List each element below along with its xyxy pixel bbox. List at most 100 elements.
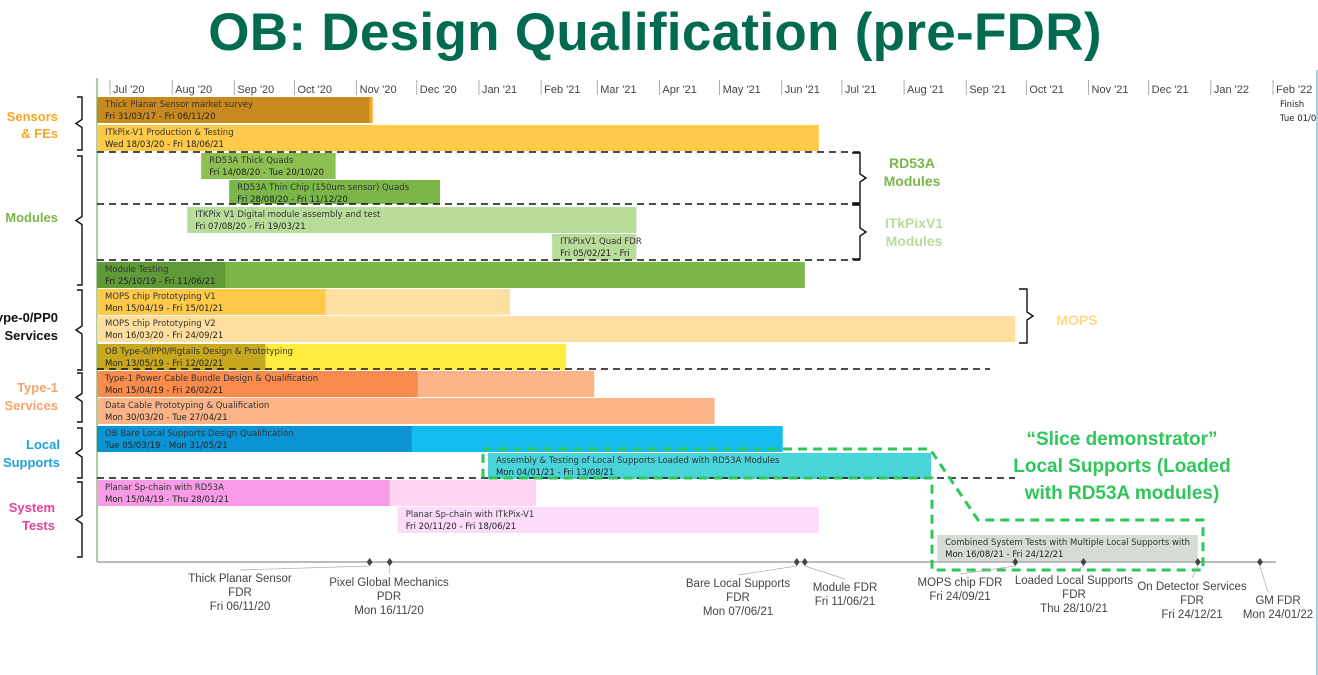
x-tick-label: Apr '21 [662, 84, 697, 96]
x-tick-label: Oct '20 [297, 84, 332, 96]
task-bar [552, 234, 637, 260]
milestone-leader [959, 565, 1016, 575]
task-name: Type-1 Power Cable Bundle Design & Quali… [104, 374, 318, 384]
milestone-diamond [366, 558, 373, 566]
task-progress [229, 180, 440, 204]
group-label: Supports [3, 455, 60, 470]
x-tick-label: Sep '21 [969, 84, 1006, 96]
x-tick-label: Sep '20 [237, 84, 274, 96]
milestone-label: FDR [228, 587, 252, 599]
annotation-slice: “Slice demonstrator” [1026, 429, 1217, 450]
task-progress [97, 398, 99, 424]
task-name: OB Type-0/PP0/Pigtails Design & Prototyp… [105, 347, 293, 357]
milestone-label: On Detector Services [1137, 581, 1247, 593]
group-label: Services [5, 398, 59, 413]
x-tick-label: Aug '20 [175, 84, 212, 96]
task-bar [397, 507, 819, 533]
group-label: Services [5, 328, 59, 343]
group-label: System [9, 500, 55, 515]
milestone-label: PDR [377, 591, 401, 603]
annotation-mops: MOPS [1056, 312, 1097, 328]
task-dates: Fri 07/08/20 - Fri 19/03/21 [195, 222, 305, 232]
task-name: Module Testing [105, 265, 169, 275]
x-tick-label: Jan '22 [1214, 84, 1249, 96]
x-tick-label: Dec '20 [420, 84, 457, 96]
milestone-label: Mon 07/06/21 [703, 606, 773, 618]
window-edge [1316, 70, 1318, 675]
x-tick-label: Aug '21 [907, 84, 944, 96]
task-dates: Mon 16/08/21 - Fri 24/12/21 [945, 550, 1063, 560]
page-title: OB: Design Qualification (pre-FDR) [208, 3, 1102, 62]
annotation-slice: with RD53A modules) [1024, 483, 1220, 504]
x-tick-label: Nov '20 [360, 84, 397, 96]
group-label: Sensors [7, 109, 58, 124]
milestone-label: Thu 28/10/21 [1040, 603, 1108, 615]
milestone-label: Pixel Global Mechanics [329, 577, 449, 589]
group-brace [74, 289, 83, 371]
task-bar [187, 207, 637, 233]
x-tick-label: Feb '22 [1276, 84, 1312, 96]
group-label: Modules [5, 210, 58, 225]
x-tick-label: Dec '21 [1152, 84, 1189, 96]
group-label: Type-0/PP0 [0, 310, 58, 325]
task-name: RD53A Thick Quads [209, 156, 294, 166]
milestone-diamond [1194, 558, 1201, 566]
milestone-leader [239, 565, 370, 571]
group-brace [74, 427, 83, 479]
task-name: Data Cable Prototyping & Qualification [105, 401, 269, 411]
rd53a-brace [852, 152, 868, 204]
task-bar [487, 453, 932, 479]
task-dates: Fri 05/02/21 - Fri [560, 249, 630, 259]
milestone-label: Fri 24/09/21 [929, 591, 990, 603]
task-bar [97, 398, 715, 424]
task-dates: Mon 15/04/19 - Thu 28/01/21 [105, 495, 229, 505]
milestone-diamond [1080, 558, 1087, 566]
task-name: ITkPix-V1 Production & Testing [105, 128, 234, 138]
group-brace [74, 481, 83, 558]
annotation-slice: Local Supports (Loaded [1013, 456, 1230, 477]
slice-highlight-outline [481, 447, 1205, 572]
annotation-itkpix: Modules [886, 233, 943, 249]
milestone-label: Fri 24/12/21 [1161, 609, 1222, 621]
milestone-label: GM FDR [1255, 595, 1300, 607]
group-label: & FEs [21, 126, 58, 141]
x-tick-label: Jan '21 [482, 84, 517, 96]
milestone-label: FDR [726, 592, 750, 604]
milestone-diamond [386, 558, 393, 566]
task-name: OB Bare Local Supports Design Qualificat… [105, 429, 294, 439]
task-progress [97, 344, 266, 370]
task-dates: Fri 25/10/19 - Fri 11/06/21 [105, 277, 215, 287]
group-brace [74, 155, 83, 286]
task-bar [97, 125, 819, 151]
task-name: Planar Sp-chain with ITkPix-V1 [406, 510, 535, 520]
itkpix-brace [852, 204, 868, 260]
task-name: Thick Planar Sensor market survey [104, 100, 253, 110]
milestone-label: Loaded Local Supports [1015, 575, 1134, 587]
group-brace [74, 372, 83, 423]
milestone-label: FDR [1062, 589, 1086, 601]
task-progress [97, 97, 370, 123]
milestone-diamond [801, 558, 808, 566]
task-progress [97, 316, 99, 342]
task-name: MOPS chip Prototyping V1 [105, 292, 216, 302]
x-tick-label: Feb '21 [544, 84, 580, 96]
milestone-label: Mon 24/01/22 [1243, 609, 1313, 621]
x-tick-label: Jun '21 [785, 84, 820, 96]
task-dates: Fri 28/08/20 - Fri 11/12/20 [237, 195, 347, 205]
milestone-diamond [1012, 558, 1019, 566]
task-name: Combined System Tests with Multiple Loca… [945, 538, 1190, 548]
task-progress [97, 426, 412, 452]
milestone-label: FDR [1180, 595, 1204, 607]
milestone-label: Mon 16/11/20 [354, 605, 423, 617]
task-dates: Tue 05/03/19 - Mon 31/05/21 [104, 441, 228, 451]
task-dates: Mon 16/03/20 - Fri 24/09/21 [105, 331, 223, 341]
x-tick-label: Mar '21 [600, 84, 636, 96]
task-name: Planar Sp-chain with RD53A [105, 483, 224, 493]
milestone-label: Thick Planar Sensor [188, 573, 292, 585]
task-dates: Fri 14/08/20 - Tue 20/10/20 [209, 168, 324, 178]
milestone-leader [737, 565, 797, 576]
mops-brace [1019, 288, 1035, 344]
milestone-label: MOPS chip FDR [918, 577, 1003, 589]
x-tick-label: Oct '21 [1029, 84, 1064, 96]
